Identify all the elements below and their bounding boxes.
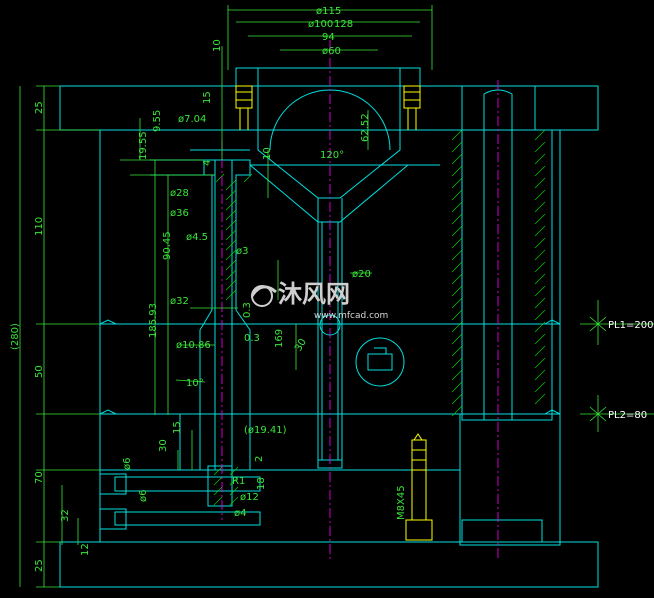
dim-t10: 10 — [262, 147, 273, 160]
centerlines — [221, 40, 499, 560]
dim-angle-120: 120° — [320, 150, 344, 161]
dim-h70: 70 — [34, 471, 45, 484]
support-right — [459, 413, 561, 546]
dim-h25-top: 25 — [34, 101, 45, 114]
dim-62-52: 62.52 — [360, 113, 371, 142]
dim-90-45: 90.45 — [162, 231, 173, 260]
dim-d20: ø20 — [352, 269, 371, 280]
watermark-logo-icon — [250, 285, 277, 307]
screw-top-right — [403, 85, 421, 130]
detail-circle — [355, 337, 405, 387]
screws — [235, 85, 433, 541]
dim-d6-a: ø6 — [122, 458, 133, 470]
watermark: 沐风网 www.mfcad.com — [250, 280, 388, 321]
dim-d60: ø60 — [322, 46, 341, 57]
dim-169: 169 — [274, 329, 285, 348]
dim-d3: ø3 — [236, 246, 248, 257]
locating-ring — [236, 67, 421, 86]
dim-128: 128 — [334, 19, 353, 30]
dim-h12: 12 — [80, 543, 91, 556]
guide-bushing — [461, 129, 553, 421]
ejector-pin-upper — [114, 476, 261, 492]
dim-d10-86: ø10.86 — [176, 340, 211, 351]
dim-d115: ø115 — [316, 6, 341, 17]
dim-30-right: 30 — [293, 337, 309, 354]
dim-d4: ø4 — [234, 508, 246, 519]
dim-h32: 32 — [60, 509, 71, 522]
hatching — [213, 129, 546, 506]
dim-top-10: 10 — [212, 39, 223, 52]
dim-d19-41: (ø19.41) — [244, 425, 287, 436]
dim-h110: 110 — [34, 217, 45, 236]
dim-19-55: 19.55 — [138, 131, 149, 160]
dim-15-low: 15 — [172, 421, 183, 434]
dim-t4: 4 — [202, 160, 213, 166]
dim-d7-04: ø7.04 — [178, 114, 206, 125]
dim-total-280: (280) — [10, 323, 21, 350]
dim-d6-b: ø6 — [138, 490, 149, 502]
dim-9-55: 9.55 — [152, 110, 163, 132]
dimension-lines — [19, 5, 654, 588]
dim-185-93: 185.93 — [148, 303, 159, 338]
screw-m8x45 — [405, 433, 433, 541]
dim-d4-5: ø4.5 — [186, 232, 208, 243]
watermark-text: 沐风网 — [278, 280, 350, 308]
dim-angle-10: 10° — [186, 378, 204, 389]
dim-t2: 2 — [254, 456, 265, 462]
sprue-cone — [257, 68, 401, 199]
parting-line-pl2: PL2=80 — [608, 410, 647, 421]
dim-d100: ø100 — [308, 19, 333, 30]
dim-15-top: 15 — [202, 91, 213, 104]
dim-t18: 18 — [256, 477, 267, 490]
dim-h50: 50 — [34, 365, 45, 378]
dim-d36: ø36 — [170, 208, 189, 219]
dim-30-left: 30 — [158, 439, 169, 452]
watermark-url: www.mfcad.com — [314, 311, 388, 321]
parting-line-pl1: PL1=200 — [608, 320, 653, 331]
bottom-clamp-plate — [59, 541, 599, 588]
dim-r1: R1 — [232, 476, 245, 487]
ejector-pin-lower — [114, 511, 261, 526]
dim-d28: ø28 — [170, 188, 189, 199]
screw-top-left — [235, 85, 253, 130]
dim-0-3a: 0.3 — [242, 302, 253, 318]
dim-94: 94 — [322, 32, 335, 43]
dim-d12: ø12 — [240, 492, 259, 503]
screw-label: M8X45 — [396, 485, 407, 520]
dim-d32: ø32 — [170, 296, 189, 307]
dim-h25-bottom: 25 — [34, 559, 45, 572]
dim-0-3b: 0.3 — [244, 333, 260, 344]
top-clamp-plate — [59, 85, 599, 131]
